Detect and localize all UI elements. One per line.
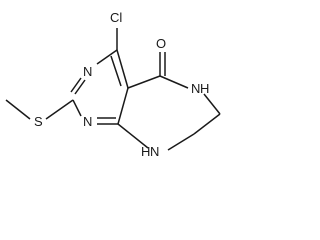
bond-c7-c8 xyxy=(193,113,221,135)
bond-n3-c2 xyxy=(70,77,82,93)
bond-c5-n6 xyxy=(159,75,189,89)
chemical-structure-diagram: Cl O N N S N H H N xyxy=(0,0,234,158)
bond-c4a-c4 xyxy=(116,49,129,89)
bond-c8-n9 xyxy=(167,133,195,151)
amide-nitrogen-label: N xyxy=(191,81,200,96)
pyrimidine-nitrogen-top-label: N xyxy=(83,64,92,79)
bond-s-ch3 xyxy=(5,99,31,120)
amide-hydrogen-label: H xyxy=(200,81,209,96)
bond-c4a-c4-inner xyxy=(110,55,122,87)
bond-c4-n3 xyxy=(96,49,118,65)
amine-hydrogen-label: H xyxy=(141,144,150,158)
carbonyl-oxygen-label: O xyxy=(156,36,166,51)
sulfur-atom-label: S xyxy=(34,114,43,129)
molecule-drawing: Cl O N N S N H H N xyxy=(5,10,221,158)
amine-nitrogen-label: N xyxy=(150,144,159,158)
bond-n9-c8a xyxy=(117,123,149,149)
bond-c2-n1 xyxy=(72,99,82,117)
pyrimidine-nitrogen-bottom-label: N xyxy=(83,114,92,129)
bond-c2-s xyxy=(45,99,74,120)
chlorine-atom-label: Cl xyxy=(110,10,122,25)
bond-n6-c7 xyxy=(203,93,221,115)
bond-c4a-c5 xyxy=(127,75,161,89)
bond-n3-c2-inner xyxy=(74,79,86,95)
bond-c8a-c4a xyxy=(117,87,129,125)
